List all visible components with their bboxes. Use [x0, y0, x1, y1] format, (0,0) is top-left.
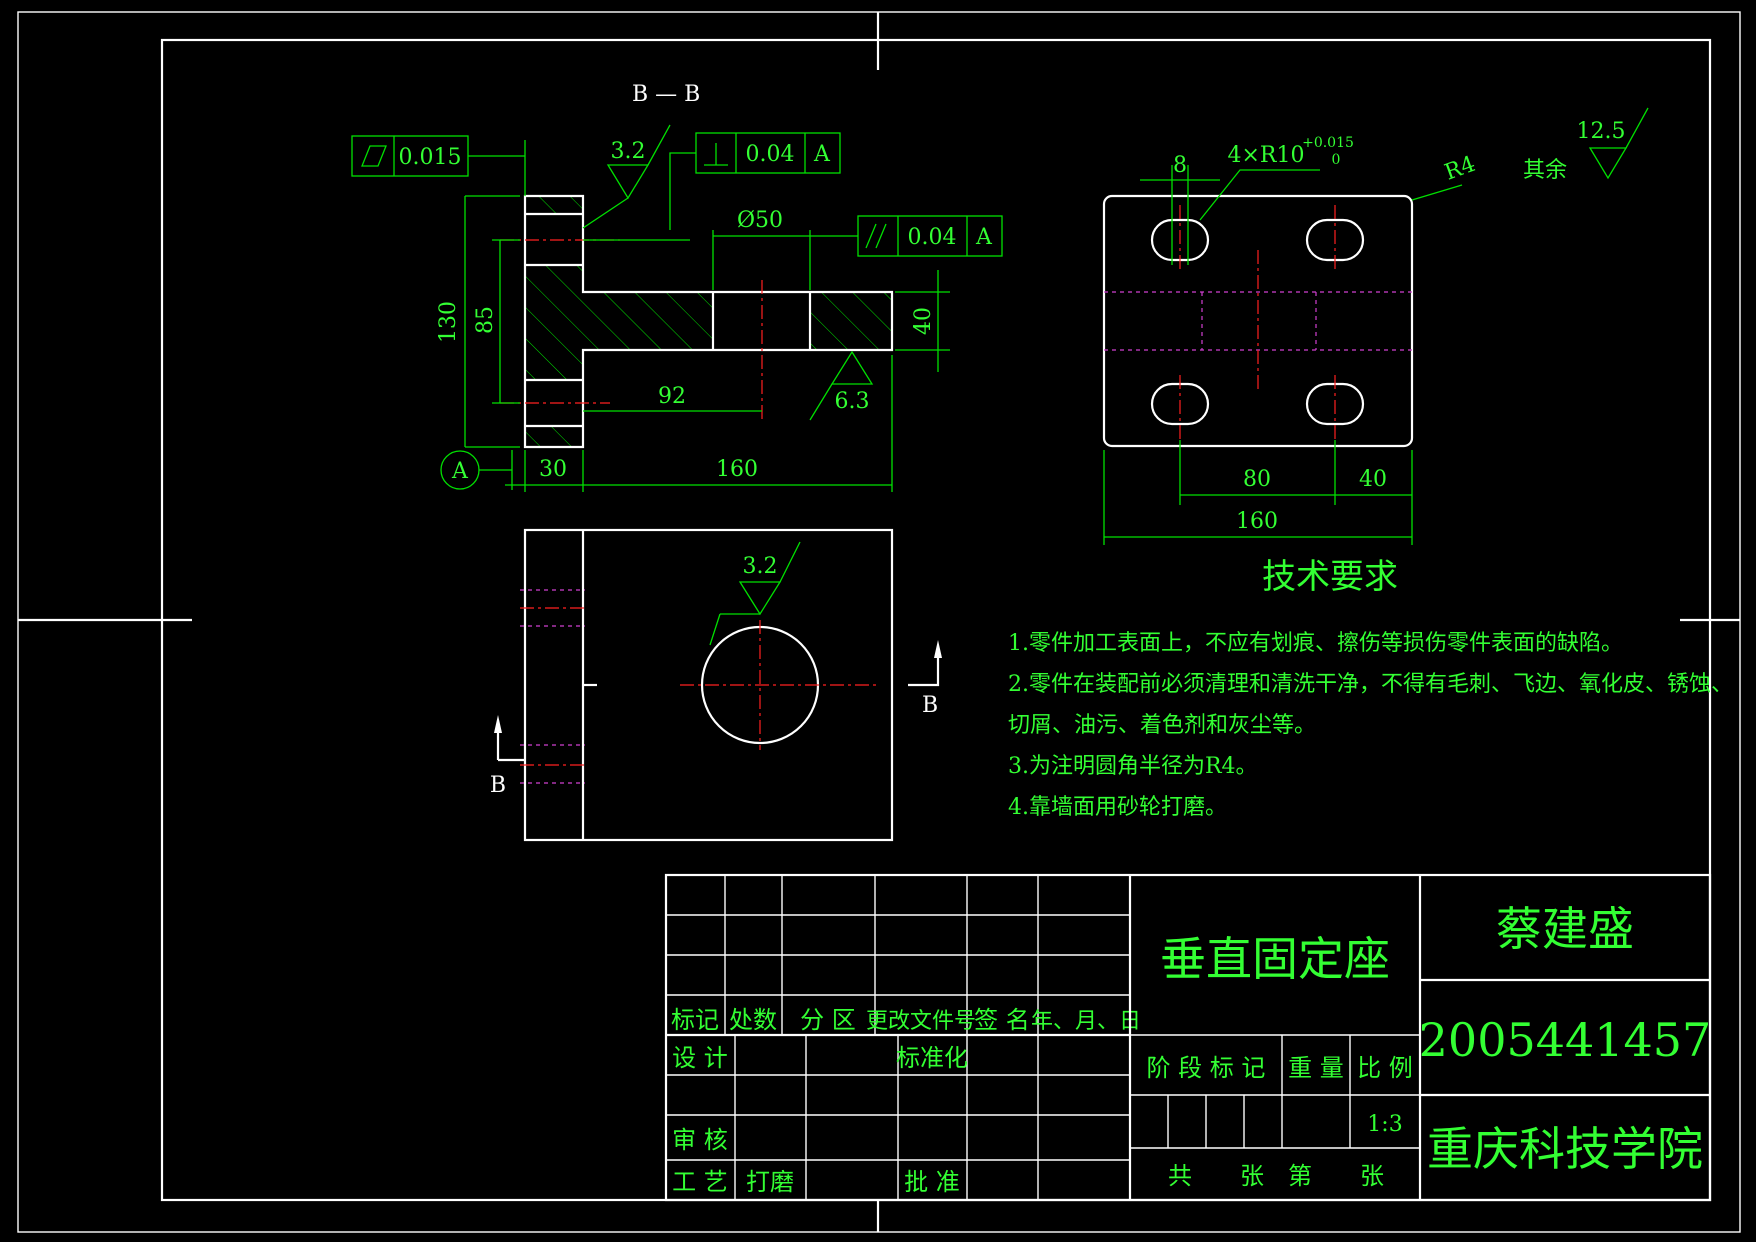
- scale-value: 1:3: [1367, 1112, 1402, 1137]
- svg-text:A: A: [975, 225, 993, 250]
- fcf-perpendicularity: 0.04 A: [583, 132, 841, 241]
- tech-line-5: 4.靠墙面用砂轮打磨。: [1008, 795, 1227, 820]
- fcf-flatness: 0.015: [351, 135, 526, 196]
- svg-text:3.2: 3.2: [611, 139, 646, 164]
- svg-text:3.2: 3.2: [743, 554, 778, 579]
- tech-title: 技术要求: [1262, 557, 1398, 597]
- dim-flange-width: 30: [539, 457, 567, 482]
- roughness-section-top: 3.2: [582, 124, 671, 229]
- designer-name: 蔡建盛: [1496, 902, 1634, 956]
- front-view: 3.2 B B: [490, 528, 942, 842]
- sheet-index-label: 第: [1288, 1162, 1312, 1190]
- row-review: 审 核: [672, 1126, 728, 1154]
- row-process: 工 艺: [672, 1168, 728, 1196]
- perpendicularity-icon: [704, 143, 728, 166]
- weight-label: 重 量: [1288, 1054, 1344, 1082]
- center-marks: [18, 12, 1740, 1232]
- rev-header-date: 年、月、日: [1031, 1009, 1141, 1034]
- dim-hole-offset: 92: [658, 384, 686, 409]
- roughness-plan-view: 3.2: [709, 541, 801, 646]
- rev-header-count: 处数: [729, 1006, 777, 1034]
- dim-length: 160: [716, 457, 758, 482]
- svg-text:其余: 其余: [1523, 158, 1567, 183]
- svg-text:0.04: 0.04: [746, 142, 795, 167]
- dim-inner-height: 85: [473, 306, 498, 334]
- tech-line-1: 1.零件加工表面上，不应有划痕、擦伤等损伤零件表面的缺陷。: [1008, 631, 1623, 656]
- tech-line-3: 切屑、油污、着色剂和灰尘等。: [1008, 713, 1316, 738]
- svg-text:6.3: 6.3: [835, 389, 870, 414]
- row-standard: 标准化: [896, 1044, 968, 1072]
- sheet-index-unit: 张: [1360, 1162, 1384, 1190]
- roughness-section-bottom: 6.3: [809, 350, 874, 421]
- tech-line-2: 2.零件在装配前必须清理和清洗干净，不得有毛刺、飞边、氧化皮、锈蚀、: [1008, 672, 1733, 697]
- parallelism-icon: [865, 223, 887, 249]
- sheet-total-label: 共: [1168, 1162, 1192, 1190]
- part-name: 垂直固定座: [1160, 932, 1390, 986]
- top-view: 8 4×R10 +0.015 0 R4 80 40 160 其余 12.5: [1102, 107, 1649, 545]
- title-block: 标记 处数 分 区 更改文件号 签 名 年、月、日 设 计 标准化 审 核 工 …: [664, 873, 1712, 1202]
- section-cut-right: B: [908, 640, 942, 718]
- rev-header-mark: 标记: [671, 1006, 719, 1034]
- student-id: 2005441457: [1419, 1013, 1712, 1067]
- roughness-remaining: 其余 12.5: [1523, 107, 1649, 183]
- dim-slot-spacing: 80: [1243, 467, 1271, 492]
- plate-outline: [1102, 194, 1414, 448]
- dim-slot-tol-lower: 0: [1332, 152, 1341, 168]
- dim-slot-spec: 4×R10: [1228, 143, 1305, 168]
- dim-total-height: 130: [436, 301, 461, 343]
- tech-line-4: 3.为注明圆角半径为R4。: [1008, 754, 1258, 779]
- dim-corner-radius: R4: [1442, 152, 1479, 186]
- dim-slot-tol-upper: +0.015: [1302, 135, 1354, 151]
- svg-text:12.5: 12.5: [1577, 119, 1626, 144]
- row-design: 设 计: [672, 1044, 728, 1072]
- technical-requirements: 技术要求 1.零件加工表面上，不应有划痕、擦伤等损伤零件表面的缺陷。 2.零件在…: [1008, 557, 1733, 820]
- dim-diameter: Ø50: [737, 208, 783, 233]
- dim-edge-offset: 40: [1359, 467, 1387, 492]
- section-cut-left: B: [490, 715, 525, 798]
- rev-header-sign: 签 名: [974, 1006, 1030, 1034]
- row-polish: 打磨: [746, 1168, 794, 1196]
- svg-text:A: A: [813, 142, 831, 167]
- section-label: B — B: [632, 82, 700, 107]
- row-approve: 批 准: [904, 1168, 960, 1196]
- sheet-total-unit: 张: [1240, 1162, 1264, 1190]
- svg-text:B: B: [490, 773, 506, 798]
- svg-text:0.015: 0.015: [399, 145, 462, 170]
- scale-label: 比 例: [1357, 1054, 1413, 1082]
- datum-label: A: [451, 459, 469, 484]
- fcf-parallelism: 0.04 A: [810, 215, 1003, 257]
- svg-text:0.04: 0.04: [908, 225, 957, 250]
- stage-label: 阶 段 标 记: [1147, 1054, 1266, 1082]
- rev-header-zone: 分 区: [800, 1006, 856, 1034]
- dim-thickness: 40: [911, 307, 936, 335]
- svg-text:B: B: [922, 693, 938, 718]
- dim-slot-width: 8: [1173, 153, 1187, 178]
- section-view: B — B 130 85: [351, 82, 1003, 492]
- flatness-icon: [361, 145, 387, 167]
- dim-plate-length: 160: [1236, 509, 1278, 534]
- rev-header-doc: 更改文件号: [866, 1009, 976, 1034]
- school-name: 重庆科技学院: [1427, 1122, 1703, 1176]
